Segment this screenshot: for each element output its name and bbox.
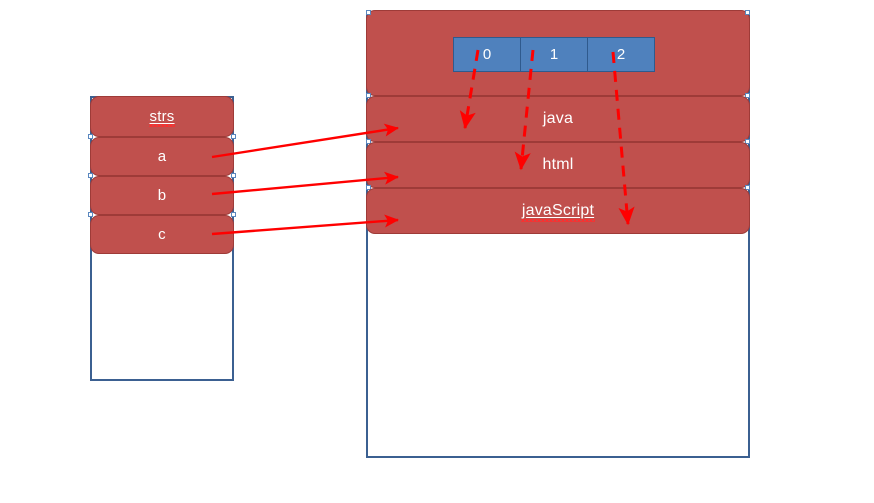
grip-handle[interactable] [231,173,236,178]
strs-item-c-label: c [158,226,166,243]
grip-handle[interactable] [366,10,371,15]
grip-handle[interactable] [745,93,750,98]
index-cell-2-label: 2 [616,46,626,63]
values-cell-stack: 0 1 2 java html javaScript [364,9,752,259]
strs-header-label: strs [148,107,176,127]
index-cell-0-label: 0 [482,46,492,63]
index-cell-0[interactable]: 0 [453,37,521,72]
grip-handle[interactable] [88,173,93,178]
index-cell-1[interactable]: 1 [520,37,588,72]
strs-item-b-label: b [157,187,167,204]
values-item-html[interactable]: html [366,142,750,188]
strs-item-b[interactable]: b [90,176,234,215]
grip-handle[interactable] [231,134,236,139]
values-item-javascript[interactable]: javaScript [366,188,750,234]
strs-item-a[interactable]: a [90,137,234,176]
grip-handle[interactable] [88,134,93,139]
index-cell-1-label: 1 [549,46,559,63]
values-item-html-label: html [542,156,574,173]
grip-handle[interactable] [745,10,750,15]
grip-handle[interactable] [231,212,236,217]
strs-item-a-label: a [157,148,167,165]
grip-handle[interactable] [745,139,750,144]
index-cell-2[interactable]: 2 [587,37,655,72]
values-item-java[interactable]: java [366,96,750,142]
strs-cell-stack: strs a b c [88,95,236,254]
grip-handle[interactable] [88,212,93,217]
strs-item-c[interactable]: c [90,215,234,254]
index-cell-strip: 0 1 2 [453,37,655,72]
grip-handle[interactable] [745,185,750,190]
values-item-java-label: java [542,110,574,127]
values-item-javascript-label: javaScript [520,201,596,222]
strs-header-cell[interactable]: strs [90,96,234,137]
